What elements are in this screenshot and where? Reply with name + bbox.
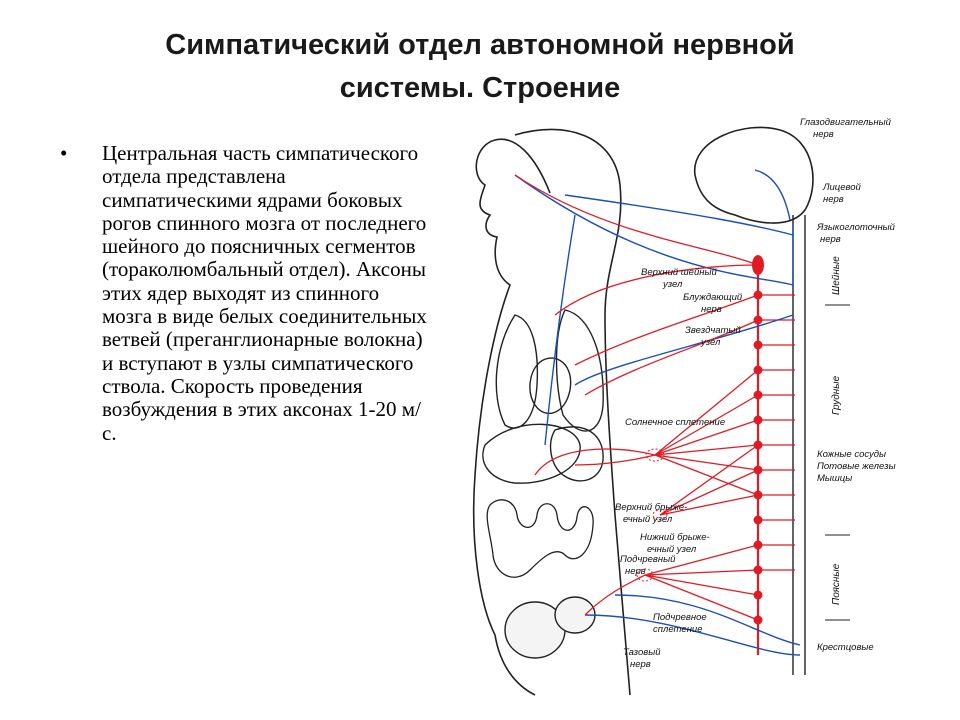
label-facial-2: нерв — [823, 194, 844, 205]
sympathetic-fibers — [514, 174, 759, 621]
label-skin-3: Мышцы — [817, 473, 852, 484]
lung-right — [555, 309, 604, 432]
label-facial-1: Лицевой — [822, 182, 862, 193]
label-solar: Солнечное сплетение — [625, 417, 725, 428]
heart — [529, 357, 572, 415]
label-vagus-1: Блуждающий — [683, 292, 743, 303]
stomach — [549, 426, 604, 482]
label-stellate-1: Звездчатый — [685, 325, 741, 336]
label-glosso-2: нерв — [820, 234, 841, 245]
slide-title-line-2: системы. Строение — [339, 72, 621, 104]
label-sup-mesenteric-2: ечный узел — [623, 514, 673, 525]
liver — [482, 423, 581, 484]
diagram-svg: Глазодвигательный нерв Лицевой нерв Язык… — [472, 117, 896, 696]
label-sup-cervical-2: узел — [662, 279, 683, 290]
lung-left — [495, 314, 539, 429]
label-sup-cervical-1: Верхний шейный — [641, 267, 717, 278]
back-outline — [514, 128, 631, 696]
parasympathetic-fibers — [514, 169, 801, 656]
slide-title-line-1: Симпатический отдел автономной нервной — [165, 29, 795, 61]
label-hypogastric-plexus-2: сплетение — [653, 624, 703, 635]
label-lumbar: Поясные — [831, 563, 842, 605]
label-inf-mesenteric-2: ечный узел — [647, 544, 697, 555]
bullet-text: Центральная часть симпатического отдела … — [102, 141, 427, 445]
label-sacral: Крестцовые — [817, 642, 874, 653]
label-thoracic: Грудные — [831, 375, 842, 415]
label-sup-mesenteric-1: Верхний брыже- — [615, 502, 687, 513]
body-outline — [472, 138, 551, 696]
label-inf-mesenteric-1: Нижний брыже- — [640, 532, 710, 543]
label-skin-2: Потовые железы — [817, 461, 896, 472]
label-hypogastric-plexus-1: Подчревное — [653, 612, 707, 623]
label-glosso-1: Языкоглоточный — [816, 222, 896, 233]
sup-mesenteric-marker — [652, 509, 668, 521]
label-oculomotor-2: нерв — [813, 129, 834, 140]
intestines — [486, 499, 594, 578]
region-dividers — [825, 304, 850, 621]
label-pelvic-1: Тазовый — [623, 647, 661, 658]
label-oculomotor-1: Глазодвигательный — [800, 117, 892, 128]
sympathetic-nervous-system-diagram: Глазодвигательный нерв Лицевой нерв Язык… — [455, 115, 915, 710]
bullet-item: • Центральная часть симпатического отдел… — [60, 141, 430, 445]
spinal-connections — [758, 294, 795, 571]
hypogastric-marker — [636, 568, 654, 582]
brain-outline — [694, 126, 814, 224]
label-skin-1: Кожные сосуды — [817, 449, 886, 460]
bullet-dot-icon: • — [60, 141, 68, 165]
label-vagus-2: нерв — [701, 304, 722, 315]
label-hypogastric-nerve-1: Подчревный — [620, 554, 676, 565]
label-hypogastric-nerve-2: нерв — [625, 566, 646, 577]
label-pelvic-2: нерв — [630, 659, 651, 670]
label-stellate-2: узел — [700, 337, 721, 348]
solar-plexus-marker — [645, 448, 665, 462]
slide-title: Симпатический отдел автономной нервной с… — [40, 24, 920, 110]
label-cervical: Шейные — [831, 256, 842, 295]
